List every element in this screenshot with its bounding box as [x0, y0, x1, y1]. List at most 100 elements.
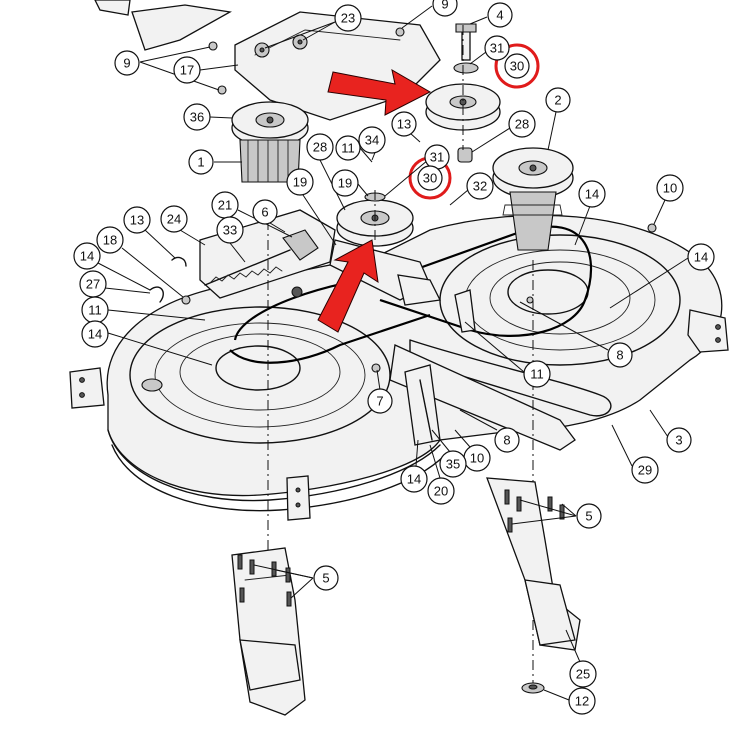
- svg-text:24: 24: [167, 212, 181, 227]
- callout-30-upper: 30: [504, 53, 530, 79]
- engine-pulley-assembly: [231, 101, 309, 183]
- callout-11-upper: 11: [335, 135, 373, 163]
- callout-11-center: 11: [464, 321, 551, 388]
- svg-text:10: 10: [663, 181, 677, 196]
- callout-14-left-lower: 14: [81, 320, 213, 366]
- arrow-to-lower-idler: [317, 239, 379, 333]
- svg-text:8: 8: [616, 348, 623, 363]
- idler-pulley-lower: [329, 192, 441, 306]
- svg-text:25: 25: [576, 667, 590, 682]
- callout-8-center: 8: [459, 409, 520, 453]
- callout-10-upper: 10: [653, 174, 684, 225]
- highlight-circle-30-upper: [494, 43, 540, 89]
- svg-text:4: 4: [496, 8, 503, 23]
- callout-19-right: 19: [331, 169, 369, 197]
- svg-text:14: 14: [407, 472, 421, 487]
- svg-text:12: 12: [575, 694, 589, 709]
- svg-text:31: 31: [490, 41, 504, 56]
- svg-text:35: 35: [446, 457, 460, 472]
- svg-text:9: 9: [123, 56, 130, 71]
- svg-text:11: 11: [88, 303, 102, 318]
- svg-text:6: 6: [261, 205, 268, 220]
- svg-text:30: 30: [423, 171, 437, 186]
- svg-text:5: 5: [322, 571, 329, 586]
- svg-text:11: 11: [530, 367, 544, 382]
- callout-27: 27: [79, 270, 151, 298]
- callout-29: 29: [611, 424, 659, 484]
- svg-text:32: 32: [473, 179, 487, 194]
- callout-labels: 9 4 23 9 17 31: [73, 0, 715, 715]
- callout-1: 1: [188, 149, 242, 175]
- callout-3: 3: [649, 409, 692, 453]
- callout-12: 12: [543, 687, 596, 715]
- arrow-to-upper-idler: [327, 69, 432, 116]
- svg-text:29: 29: [638, 463, 652, 478]
- svg-text:27: 27: [86, 277, 100, 292]
- svg-text:2: 2: [554, 93, 561, 108]
- callout-36: 36: [183, 103, 233, 131]
- callout-5-left: 5: [253, 564, 339, 599]
- callout-14-lower: 14: [400, 439, 428, 493]
- callout-20: 20: [427, 444, 455, 505]
- callout-13-upper: 13: [391, 111, 421, 143]
- svg-text:9: 9: [441, 0, 448, 12]
- svg-text:14: 14: [88, 327, 102, 342]
- callout-9-left: 9: [114, 46, 220, 91]
- svg-text:28: 28: [515, 117, 529, 132]
- idler-pulley-upper: [425, 23, 501, 163]
- svg-text:3: 3: [675, 433, 682, 448]
- callout-30-lower: 30: [417, 165, 443, 191]
- svg-text:33: 33: [223, 223, 237, 238]
- svg-text:14: 14: [694, 250, 708, 265]
- callout-7: 7: [367, 369, 393, 414]
- callout-9: 9: [401, 0, 458, 29]
- svg-text:1: 1: [197, 155, 204, 170]
- callout-14-left-upper: 14: [73, 242, 151, 291]
- svg-text:14: 14: [80, 249, 94, 264]
- svg-text:28: 28: [313, 140, 327, 155]
- callout-23: 23: [264, 4, 362, 49]
- svg-text:17: 17: [180, 63, 194, 78]
- callout-14-upper-right: 14: [574, 180, 606, 246]
- callout-2: 2: [545, 87, 571, 151]
- blade-left: [231, 547, 306, 716]
- highlight-arrows: [317, 69, 432, 333]
- svg-text:36: 36: [190, 110, 204, 125]
- callout-5-right: 5: [511, 499, 602, 529]
- callout-6: 6: [252, 199, 286, 233]
- callout-33: 33: [216, 216, 246, 263]
- callout-35: 35: [431, 429, 467, 478]
- svg-text:14: 14: [585, 187, 599, 202]
- svg-text:18: 18: [103, 233, 117, 248]
- svg-text:10: 10: [470, 451, 484, 466]
- callout-25: 25: [565, 629, 597, 688]
- callout-8-right: 8: [519, 301, 633, 368]
- callout-31-upper: 31: [469, 35, 510, 65]
- spindle-pulley-right: [492, 147, 574, 251]
- svg-text:13: 13: [397, 117, 411, 132]
- svg-text:11: 11: [341, 141, 355, 156]
- callout-32: 32: [449, 172, 494, 206]
- svg-text:7: 7: [376, 394, 383, 409]
- callout-13-left: 13: [123, 206, 176, 259]
- svg-text:34: 34: [365, 133, 379, 148]
- callout-19-left: 19: [286, 168, 337, 246]
- svg-text:13: 13: [130, 213, 144, 228]
- svg-text:8: 8: [503, 433, 510, 448]
- callout-31-lower: 31: [384, 144, 450, 197]
- mower-deck: [69, 214, 729, 521]
- svg-text:19: 19: [293, 175, 307, 190]
- callout-24: 24: [160, 205, 206, 246]
- callout-17: 17: [173, 56, 239, 84]
- callout-34: 34: [358, 126, 386, 161]
- callout-10-lower: 10: [454, 429, 491, 472]
- svg-text:5: 5: [585, 509, 592, 524]
- callout-14-right: 14: [609, 243, 715, 309]
- callout-28-upper: 28: [471, 110, 536, 153]
- callout-21: 21: [211, 191, 293, 238]
- svg-text:23: 23: [341, 11, 355, 26]
- callout-4: 4: [469, 2, 513, 28]
- svg-text:21: 21: [218, 198, 232, 213]
